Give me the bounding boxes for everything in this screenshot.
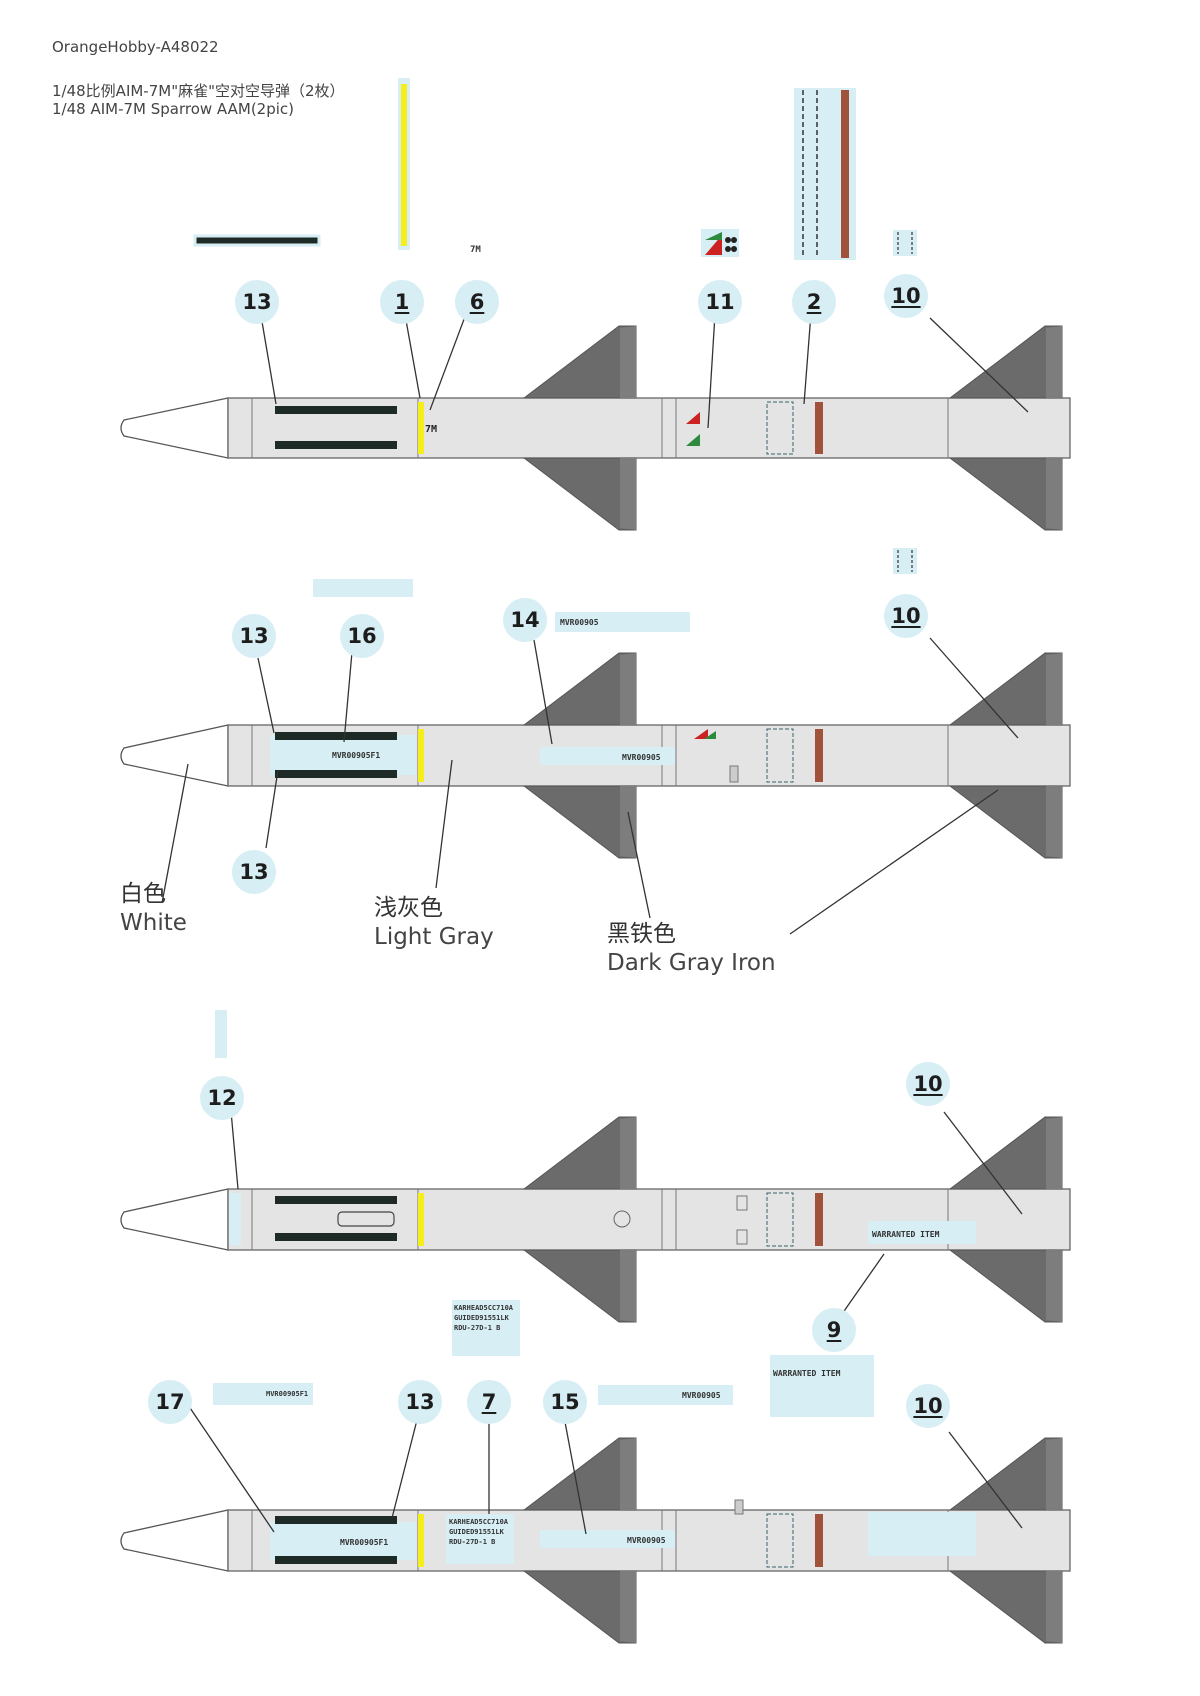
svg-text:7M: 7M	[470, 245, 481, 255]
missile-2: MVR00905F1 MVR00905	[120, 652, 1071, 859]
decal-mvr-f1-sheet	[313, 579, 413, 597]
svg-text:KARHEAD5CC710A: KARHEAD5CC710A	[449, 1518, 509, 1526]
svg-text:MVR00905: MVR00905	[627, 1536, 666, 1545]
callout-14: 14	[503, 598, 547, 642]
svg-text:MVR00905F1: MVR00905F1	[332, 751, 380, 760]
decal-missile-flag	[701, 229, 739, 257]
callout-13: 13	[235, 280, 279, 324]
callout-10-third: 10	[906, 1062, 950, 1106]
leader-lines	[161, 297, 1029, 1535]
decal-small-dashes-1	[893, 230, 917, 256]
callout-10-fourth: 10	[906, 1384, 950, 1428]
decal-warhead-sheet: KARHEAD5CC710A GUIDED91551LK RDU-27D-1 B	[452, 1300, 520, 1356]
missile-4: MVR00905F1 KARHEAD5CC710A GUIDED91551LK …	[120, 1437, 1071, 1644]
decal-warranted-sheet: WARRANTED ITEM	[770, 1355, 874, 1417]
svg-text:MVR00905: MVR00905	[560, 618, 599, 627]
svg-text:7M: 7M	[425, 424, 437, 435]
missile-3: WARRANTED ITEM	[120, 1116, 1071, 1323]
color-white-en: White	[120, 909, 187, 936]
decal-panel-stripes	[794, 88, 856, 260]
decal-mvr-sheet-2: MVR00905	[598, 1385, 733, 1405]
color-label-white: 白色 White	[120, 880, 187, 938]
callout-10-second: 10	[884, 594, 928, 638]
decal-black-stripe	[193, 234, 321, 247]
color-dark-gray-iron-zh: 黑铁色	[607, 921, 676, 947]
callout-13-lower: 13	[232, 850, 276, 894]
svg-text:KARHEAD5CC710A: KARHEAD5CC710A	[454, 1304, 514, 1312]
callout-1: 1	[380, 280, 424, 324]
svg-text:GUIDED91551LK: GUIDED91551LK	[449, 1528, 505, 1536]
color-dark-gray-iron-en: Dark Gray Iron	[607, 949, 776, 976]
color-label-light-gray: 浅灰色 Light Gray	[374, 894, 494, 952]
svg-text:MVR00905F1: MVR00905F1	[266, 1390, 308, 1398]
callout-15: 15	[543, 1380, 587, 1424]
svg-text:MVR00905: MVR00905	[682, 1391, 721, 1400]
callout-11: 11	[698, 280, 742, 324]
callout-6: 6	[455, 280, 499, 324]
decal-7m: 7M	[470, 245, 481, 255]
callout-10-top: 10	[884, 274, 928, 318]
svg-text:MVR00905: MVR00905	[622, 753, 661, 762]
callout-2: 2	[792, 280, 836, 324]
svg-text:GUIDED91551LK: GUIDED91551LK	[454, 1314, 510, 1322]
decal-small-dashes-2	[893, 548, 917, 574]
missile-1: 7M	[120, 325, 1071, 531]
product-code: OrangeHobby-A48022	[52, 38, 219, 56]
decal-mvr-sheet: MVR00905	[555, 612, 690, 632]
color-light-gray-zh: 浅灰色	[374, 895, 443, 921]
decal-mvr-f1-sheet-2: MVR00905F1	[213, 1383, 313, 1405]
callout-16: 16	[340, 614, 384, 658]
color-light-gray-en: Light Gray	[374, 923, 494, 950]
callout-12: 12	[200, 1076, 244, 1120]
callout-7: 7	[467, 1380, 511, 1424]
title-english: 1/48 AIM-7M Sparrow AAM(2pic)	[52, 100, 294, 118]
color-label-dark-gray-iron: 黑铁色 Dark Gray Iron	[607, 920, 776, 978]
svg-text:RDU-27D-1 B: RDU-27D-1 B	[454, 1324, 500, 1332]
color-white-zh: 白色	[120, 881, 166, 907]
decal-nose-vertical	[215, 1010, 227, 1058]
title-chinese: 1/48比例AIM-7M"麻雀"空对空导弹（2枚）	[52, 82, 345, 100]
svg-text:WARRANTED ITEM: WARRANTED ITEM	[872, 1230, 940, 1239]
decal-yellow-band	[398, 78, 410, 250]
svg-text:WARRANTED ITEM: WARRANTED ITEM	[773, 1369, 841, 1378]
callout-13-upper: 13	[232, 614, 276, 658]
callout-13-fourth: 13	[398, 1380, 442, 1424]
callout-17: 17	[148, 1380, 192, 1424]
callout-9: 9	[812, 1308, 856, 1352]
svg-text:MVR00905F1: MVR00905F1	[340, 1538, 388, 1547]
svg-text:RDU-27D-1 B: RDU-27D-1 B	[449, 1538, 495, 1546]
